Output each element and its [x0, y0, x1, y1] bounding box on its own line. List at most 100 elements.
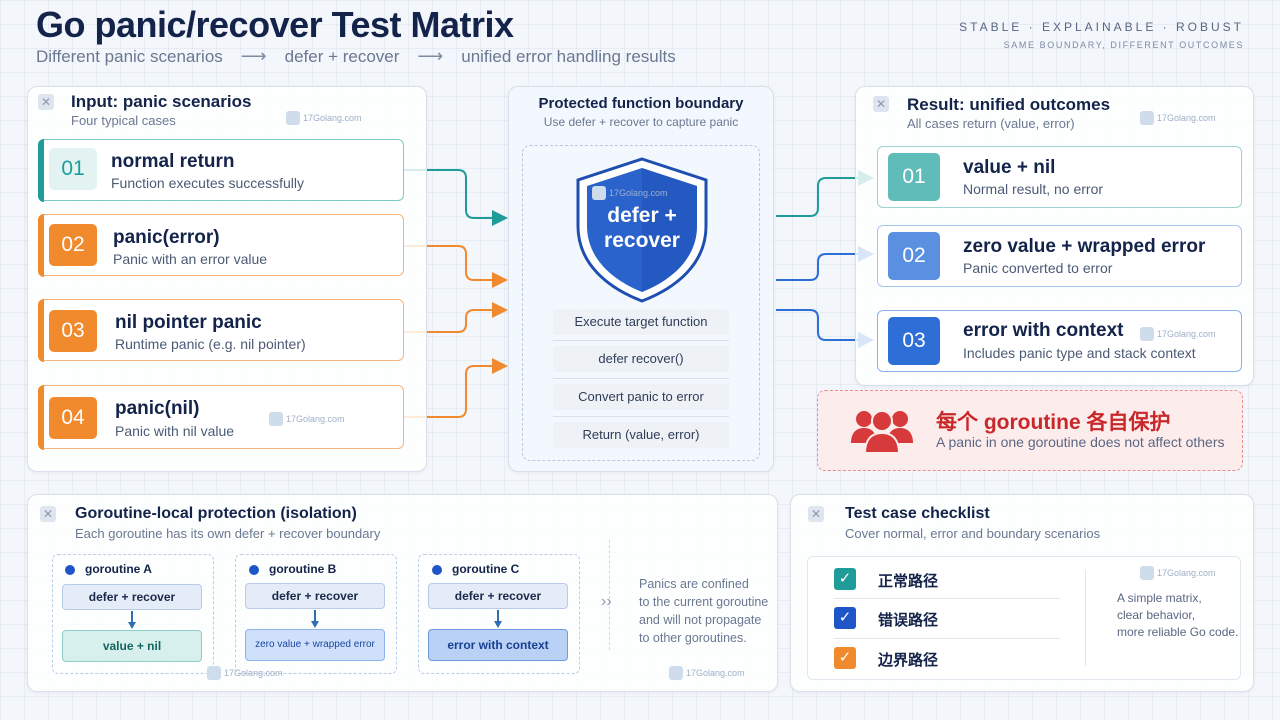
checklist-panel-title: Test case checklist	[845, 505, 990, 522]
goroutine-c-guard: defer + recover	[428, 583, 568, 609]
goroutine-b-guard: defer + recover	[245, 583, 385, 609]
arrow-down-icon	[494, 621, 502, 628]
collapse-icon[interactable]: ✕	[808, 506, 824, 522]
checklist-panel-subtitle: Cover normal, error and boundary scenari…	[845, 526, 1101, 541]
flow-step-scenarios: Different panic scenarios	[36, 46, 223, 66]
checklist-vertical-divider	[1085, 570, 1086, 666]
chevron-right-icon: ››	[601, 593, 612, 610]
arrow-down-icon	[497, 610, 499, 622]
result-panel-subtitle: All cases return (value, error)	[907, 116, 1075, 131]
checkbox-error-path[interactable]: ✓	[834, 607, 856, 629]
isolation-note	[817, 390, 1243, 471]
card-desc: Normal result, no error	[963, 181, 1104, 197]
explainer-line: and will not propagate	[639, 613, 762, 627]
goroutine-panel-title: Goroutine-local protection (isolation)	[75, 505, 357, 522]
goroutine-a-box	[52, 554, 214, 674]
watermark: 17Golang.com	[592, 186, 668, 200]
step-divider	[553, 416, 729, 417]
flow-arrow-icon: ⟶	[417, 46, 444, 66]
checklist-divider	[834, 598, 1060, 599]
shield-text-line1: defer +	[607, 204, 676, 227]
isolation-explainer: Panics are confined to the current gorou…	[639, 575, 768, 647]
input-panel-subtitle: Four typical cases	[71, 113, 176, 128]
watermark: 17Golang.com	[286, 111, 362, 125]
watermark: 17Golang.com	[1140, 566, 1216, 580]
checklist-label-error: 错误路径	[878, 612, 939, 629]
watermark-logo-icon	[269, 412, 283, 426]
isolation-note-desc: A panic in one goroutine does not affect…	[936, 434, 1225, 450]
input-panel-title: Input: panic scenarios	[71, 92, 252, 111]
arrow-down-icon	[314, 610, 316, 622]
card-accent-bar	[37, 298, 44, 362]
watermark-logo-icon	[592, 186, 606, 200]
scenario-card-panic-nil: 04 panic(nil) Panic with nil value 17Gol…	[37, 384, 404, 450]
scenario-card-panic-error: 02 panic(error) Panic with an error valu…	[37, 213, 404, 277]
goroutine-c-name: goroutine C	[452, 562, 520, 576]
card-accent-bar	[37, 138, 44, 202]
card-number: 01	[49, 148, 97, 190]
watermark: 17Golang.com	[1140, 111, 1216, 125]
flow-step-results: unified error handling results	[461, 46, 676, 66]
card-title: nil pointer panic	[115, 312, 262, 333]
arrow-down-icon	[131, 611, 133, 623]
card-number: 02	[49, 224, 97, 266]
boundary-dashed-frame	[522, 145, 760, 461]
card-accent-bar	[37, 384, 44, 450]
boundary-step-defer: defer recover()	[553, 346, 729, 372]
step-divider	[553, 378, 729, 379]
result-card-wrapped-error: 02 zero value + wrapped error Panic conv…	[877, 225, 1242, 287]
boundary-step-return: Return (value, error)	[553, 422, 729, 448]
users-group-icon	[851, 410, 913, 454]
summary-line: clear behavior,	[1117, 608, 1196, 622]
collapse-icon[interactable]: ✕	[38, 94, 54, 110]
boundary-step-execute: Execute target function	[553, 309, 729, 335]
card-number: 04	[49, 397, 97, 439]
boundary-panel-title: Protected function boundary	[538, 95, 744, 112]
card-title: error with context	[963, 320, 1124, 341]
tagline: STABLE · EXPLAINABLE · ROBUST	[959, 20, 1244, 34]
page-title: Go panic/recover Test Matrix	[36, 4, 514, 45]
card-desc: Panic with nil value	[115, 423, 235, 439]
watermark-logo-icon	[1140, 327, 1154, 341]
goroutine-dot-icon	[432, 565, 442, 575]
watermark: 17Golang.com	[207, 666, 283, 680]
tagline-sub: SAME BOUNDARY, DIFFERENT OUTCOMES	[1003, 40, 1244, 50]
goroutine-c-outcome: error with context	[428, 629, 568, 661]
collapse-icon[interactable]: ✕	[40, 506, 56, 522]
flow-step-defer: defer + recover	[284, 46, 400, 66]
watermark: 17Golang.com	[669, 666, 745, 680]
step-divider	[553, 340, 729, 341]
card-desc: Panic with an error value	[113, 251, 268, 267]
boundary-step-convert: Convert panic to error	[553, 384, 729, 410]
goroutine-a-outcome: value + nil	[62, 630, 202, 662]
checklist-label-normal: 正常路径	[878, 573, 939, 590]
checkbox-normal-path[interactable]: ✓	[834, 568, 856, 590]
card-desc: Panic converted to error	[963, 260, 1113, 276]
arrow-down-icon	[311, 621, 319, 628]
card-title: panic(nil)	[115, 398, 200, 419]
explainer-line: Panics are confined	[639, 577, 749, 591]
checkbox-boundary-path[interactable]: ✓	[834, 647, 856, 669]
card-desc: Includes panic type and stack context	[963, 345, 1196, 361]
watermark-logo-icon	[207, 666, 221, 680]
goroutine-a-name: goroutine A	[85, 562, 152, 576]
watermark-logo-icon	[1140, 111, 1154, 125]
scenario-card-nil-pointer: 03 nil pointer panic Runtime panic (e.g.…	[37, 298, 404, 362]
goroutine-panel-subtitle: Each goroutine has its own defer + recov…	[75, 526, 381, 541]
card-accent-bar	[37, 213, 44, 277]
card-desc: Function executes successfully	[111, 175, 304, 191]
result-card-value-nil: 01 value + nil Normal result, no error	[877, 146, 1242, 208]
watermark-logo-icon	[286, 111, 300, 125]
boundary-panel-subtitle: Use defer + recover to capture panic	[543, 115, 739, 129]
goroutine-dot-icon	[65, 565, 75, 575]
flow-arrow-icon: ⟶	[240, 46, 267, 66]
panel-divider	[609, 540, 610, 650]
checklist-label-boundary: 边界路径	[878, 652, 939, 669]
collapse-icon[interactable]: ✕	[873, 96, 889, 112]
watermark-logo-icon	[669, 666, 683, 680]
goroutine-b-outcome: zero value + wrapped error	[245, 629, 385, 661]
summary-line: more reliable Go code.	[1117, 625, 1239, 639]
card-title: normal return	[111, 151, 235, 172]
isolation-note-title: 每个 goroutine 各自保护	[936, 411, 1171, 434]
arrow-down-icon	[128, 622, 136, 629]
